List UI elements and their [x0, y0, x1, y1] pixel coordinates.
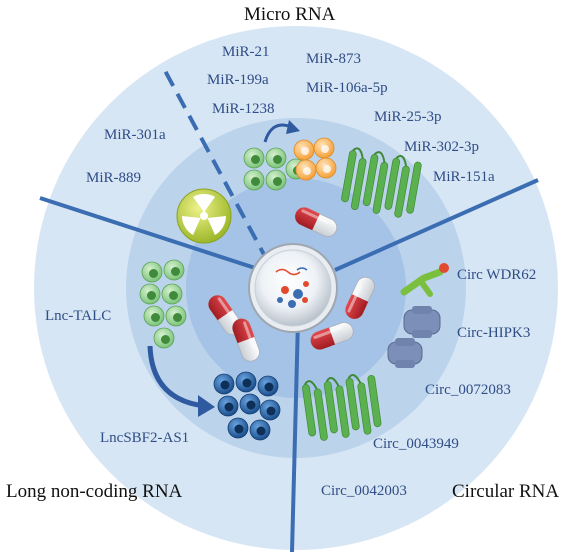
exosome-icon: [248, 243, 338, 333]
divider-bottom: [290, 319, 300, 553]
transport-arrow-icon: [147, 345, 215, 417]
title-circular-rna: Circular RNA: [452, 481, 559, 502]
divider-left: [39, 196, 256, 270]
label-circ-hipk3: Circ-HIPK3: [457, 325, 530, 341]
label-circ-0043949: Circ_0043949: [373, 436, 459, 452]
divider-micro-rna: [161, 66, 270, 263]
receptor-icon: [400, 263, 449, 297]
label-lncsbf2-as1: LncSBF2-AS1: [100, 430, 189, 446]
divider-right: [334, 178, 539, 272]
label-circ-0072083: Circ_0072083: [425, 382, 511, 398]
receptor-icon: [387, 338, 423, 368]
label-mir-301a: MiR-301a: [104, 127, 166, 143]
label-mir-302-3p: MiR-302-3p: [404, 139, 479, 155]
label-mir-106a-5p: MiR-106a-5p: [306, 80, 388, 96]
title-long-noncoding-rna: Long non-coding RNA: [6, 481, 183, 502]
label-mir-21: MiR-21: [222, 44, 270, 60]
label-mir-873: MiR-873: [306, 51, 361, 67]
radiation-icon: [176, 188, 232, 244]
label-circ-wdr62: Circ WDR62: [457, 267, 536, 283]
receptor-icon: [403, 306, 441, 338]
title-micro-rna: Micro RNA: [244, 4, 336, 25]
label-mir-1238: MiR-1238: [212, 101, 275, 117]
label-mir-151a: MiR-151a: [433, 169, 495, 185]
label-circ-0042003: Circ_0042003: [321, 483, 407, 499]
transport-arrow-icon: [263, 120, 300, 143]
label-mir-25-3p: MiR-25-3p: [374, 109, 442, 125]
label-mir-889: MiR-889: [86, 170, 141, 186]
label-lnc-talc: Lnc-TALC: [45, 308, 111, 324]
label-mir-199a: MiR-199a: [207, 72, 269, 88]
